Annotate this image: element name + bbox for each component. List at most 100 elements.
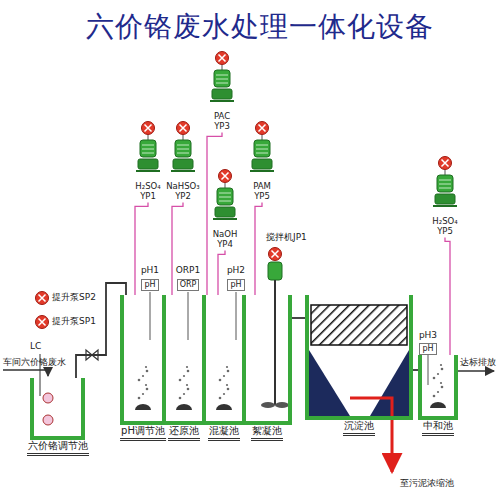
pump-code: YP4 xyxy=(213,239,238,249)
impeller-blade xyxy=(275,402,289,408)
motor-fin xyxy=(439,188,451,189)
pump-head xyxy=(138,159,158,169)
pump-base xyxy=(433,205,457,207)
mixer-motor xyxy=(268,262,282,280)
indicator-lamp xyxy=(177,122,190,135)
indicator-lamp xyxy=(219,170,232,183)
indicator-cross xyxy=(442,160,449,167)
pump-motor xyxy=(140,140,156,157)
pump-head xyxy=(252,159,272,169)
chemical-name: H₂SO₄ xyxy=(135,181,160,191)
mixer-shaft xyxy=(274,280,276,405)
motor-fin xyxy=(439,180,451,181)
level-tag: LC xyxy=(30,341,41,352)
dosing-pump: NaHSO₃YP2 xyxy=(164,180,201,202)
tank: 中和池 xyxy=(418,355,458,420)
chemical-name: NaHSO₃ xyxy=(166,181,199,191)
motor-fin xyxy=(142,153,154,154)
instrument-tag: pH1 xyxy=(141,265,159,276)
indicator-cross xyxy=(219,55,226,62)
tank: 六价铬调节池 xyxy=(30,378,85,440)
chemical-name: NaOH xyxy=(213,229,238,239)
motor-fin xyxy=(439,184,451,185)
diagram-title: 六价铬废水处理一体化设备 xyxy=(20,8,500,46)
instrument-box: pH xyxy=(227,279,244,291)
motor-fin xyxy=(216,75,228,76)
stem xyxy=(225,183,226,188)
instrument-box: ORP xyxy=(177,279,200,291)
hopper-left xyxy=(309,350,350,416)
diffuser xyxy=(176,366,192,410)
motor-fin xyxy=(177,145,189,146)
tank: pH调节池 xyxy=(120,295,166,425)
indicator-cross xyxy=(272,251,279,258)
dosing-pump: PACYP3 xyxy=(212,110,232,132)
pump-head xyxy=(215,207,235,217)
indicator-cross xyxy=(222,173,229,180)
motor-fin xyxy=(142,145,154,146)
motor-fin xyxy=(256,149,268,150)
motor-fin xyxy=(177,149,189,150)
pump-base xyxy=(250,170,274,172)
stem xyxy=(262,135,263,140)
stem xyxy=(222,65,223,70)
stem xyxy=(445,170,446,175)
instrument-box: pH xyxy=(141,279,158,291)
motor-fin xyxy=(219,201,231,202)
tank-label: 沉淀池 xyxy=(343,420,375,436)
indicator-cross xyxy=(145,125,152,132)
chemical-name: H₂SO₄ xyxy=(432,216,457,226)
hopper-right xyxy=(370,350,409,416)
motor-fin xyxy=(219,197,231,198)
submerged-pump xyxy=(43,393,53,403)
instrument-tag: pH3 xyxy=(419,330,437,341)
pump-motor xyxy=(254,140,270,157)
inlet-pipe xyxy=(3,370,48,376)
dosing-line xyxy=(445,237,450,355)
pump-motor xyxy=(214,70,230,87)
pump-base xyxy=(210,100,234,102)
dosing-pump-icon xyxy=(213,170,237,220)
pump-head xyxy=(212,89,232,99)
impeller-blade xyxy=(261,402,275,408)
diffuser xyxy=(135,366,151,410)
dosing-line xyxy=(255,202,262,295)
pump-tag: 提升泵SP1 xyxy=(52,316,96,327)
tank-label: 中和池 xyxy=(422,420,454,436)
probe xyxy=(188,292,189,340)
pump-motor xyxy=(217,188,233,205)
dosing-pump: PAMYP5 xyxy=(251,180,273,202)
indicator-lamp xyxy=(256,122,269,135)
pump-motor xyxy=(175,140,191,157)
indicator-cross xyxy=(259,125,266,132)
mixer-tag: 搅拌机JP1 xyxy=(266,232,307,243)
indicator-lamp xyxy=(216,52,229,65)
stem xyxy=(183,135,184,140)
inlet-label: 车间六价铬废水 xyxy=(3,357,66,368)
dosing-pump: H₂SO₄YP1 xyxy=(133,180,162,202)
diffuser xyxy=(216,366,232,410)
indicator-cross xyxy=(39,319,46,326)
motor-fin xyxy=(177,153,189,154)
dosing-pump-icon xyxy=(433,157,457,207)
motor-fin xyxy=(256,145,268,146)
sludge-label: 至污泥浓缩池 xyxy=(400,478,454,489)
outlet-label: 达标排放 xyxy=(460,357,496,368)
indicator-lamp xyxy=(36,292,49,305)
pump-base xyxy=(136,170,160,172)
dosing-pump-icon xyxy=(136,122,160,172)
tank: 沉淀池 xyxy=(305,295,413,420)
tank: 还原池 xyxy=(162,295,206,425)
tank-label: 还原池 xyxy=(168,425,200,441)
tank-label: 六价铬调节池 xyxy=(27,440,89,456)
tank: 混凝池 xyxy=(202,295,246,425)
instrument-tag: pH2 xyxy=(227,265,245,276)
pipe xyxy=(292,317,305,319)
indicator-cross xyxy=(180,125,187,132)
indicator-lamp xyxy=(439,157,452,170)
motor-fin xyxy=(216,79,228,80)
inclined-plates xyxy=(311,305,407,345)
tank-label: 混凝池 xyxy=(208,425,240,441)
